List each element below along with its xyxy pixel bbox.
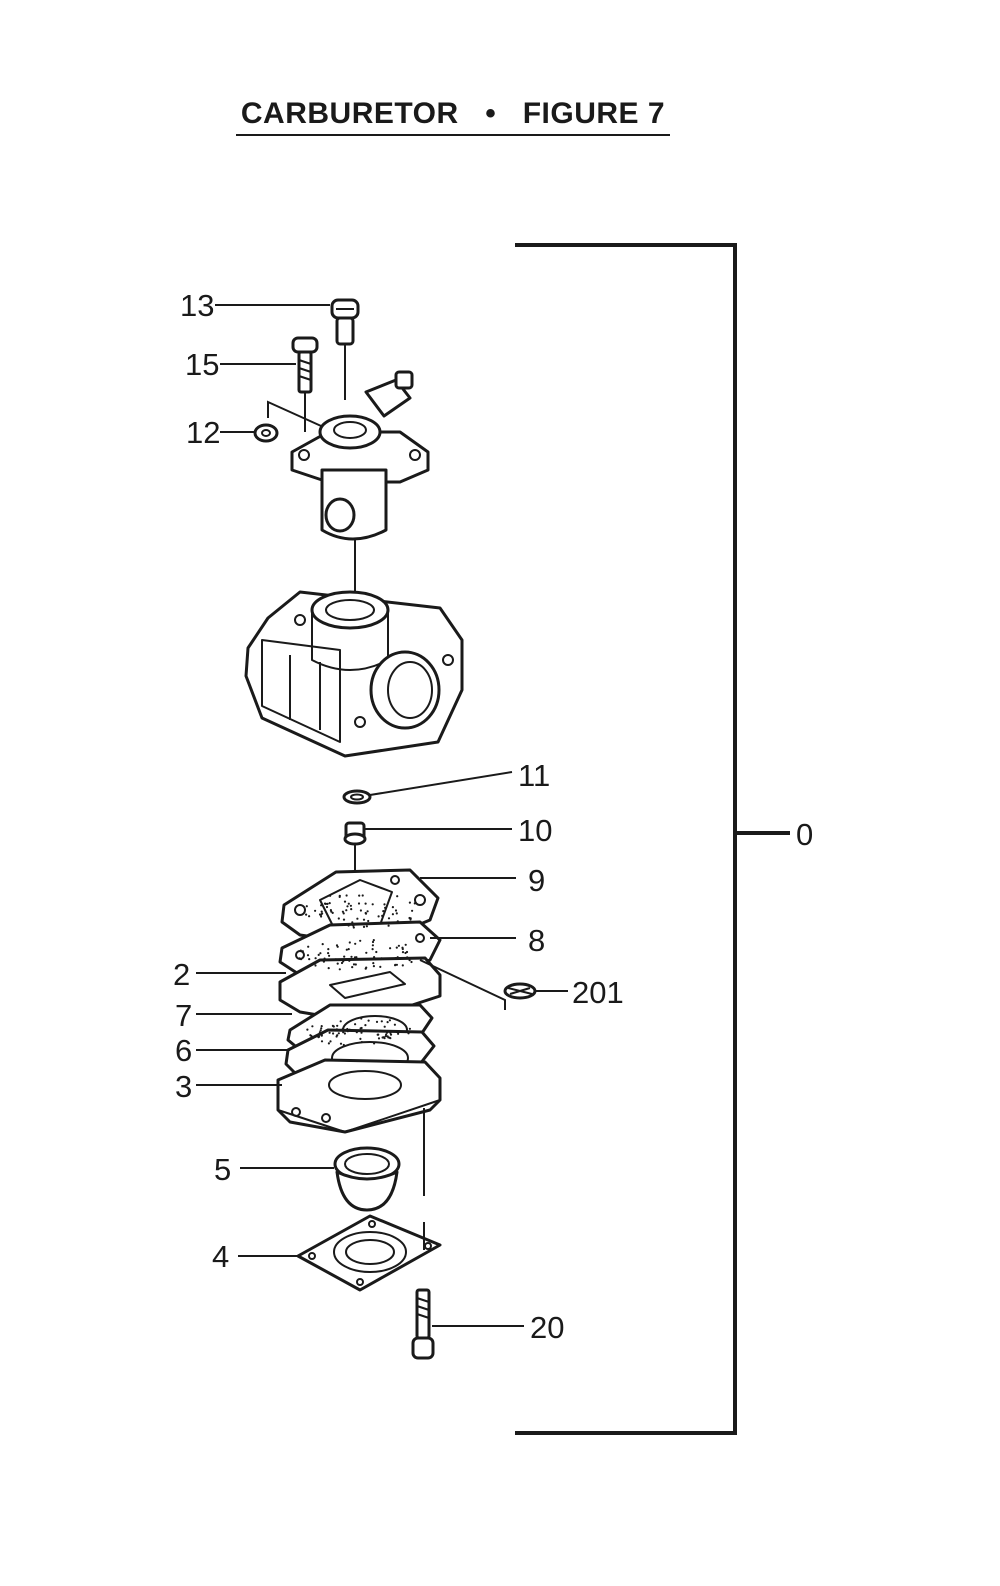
gasket-speckle-texture xyxy=(298,894,416,1047)
callout-3: 3 xyxy=(175,1069,192,1104)
figure-title: CARBURETOR • FIGURE 7 xyxy=(236,96,670,136)
part-20-screw xyxy=(411,1288,435,1360)
callout-8: 8 xyxy=(528,923,545,958)
callout-13: 13 xyxy=(180,288,214,323)
callout-12: 12 xyxy=(186,415,220,450)
part-13-screw xyxy=(330,298,360,400)
callout-4: 4 xyxy=(212,1239,229,1274)
callout-labels: 13 15 12 11 10 9 8 2 201 7 6 3 5 4 20 0 xyxy=(173,288,813,1345)
callout-201: 201 xyxy=(572,975,624,1010)
title-figure-number: FIGURE 7 xyxy=(522,97,666,130)
callout-10: 10 xyxy=(518,813,552,848)
assembly-bracket xyxy=(515,243,790,1435)
part-15-screw xyxy=(291,336,319,432)
callout-20: 20 xyxy=(530,1310,564,1345)
callout-9: 9 xyxy=(528,863,545,898)
part-3-metering-body xyxy=(276,1058,442,1196)
callout-11: 11 xyxy=(518,758,550,793)
part-11-o-ring xyxy=(342,789,372,805)
title-bullet: • xyxy=(485,97,497,130)
part-5-primer-bulb xyxy=(333,1146,401,1212)
callout-7: 7 xyxy=(175,998,192,1033)
callout-0-assembly: 0 xyxy=(796,817,813,852)
callout-15: 15 xyxy=(185,347,219,382)
part-4-cover-plate xyxy=(296,1214,442,1292)
throttle-body xyxy=(290,370,430,620)
leader-lines xyxy=(196,304,568,1327)
callout-5: 5 xyxy=(214,1152,231,1187)
callout-6: 6 xyxy=(175,1033,192,1068)
part-12-washer xyxy=(253,400,331,443)
title-carburetor: CARBURETOR xyxy=(240,97,459,130)
callout-2: 2 xyxy=(173,957,190,992)
carburetor-main-body xyxy=(244,590,464,758)
part-201-screen xyxy=(503,982,537,1000)
